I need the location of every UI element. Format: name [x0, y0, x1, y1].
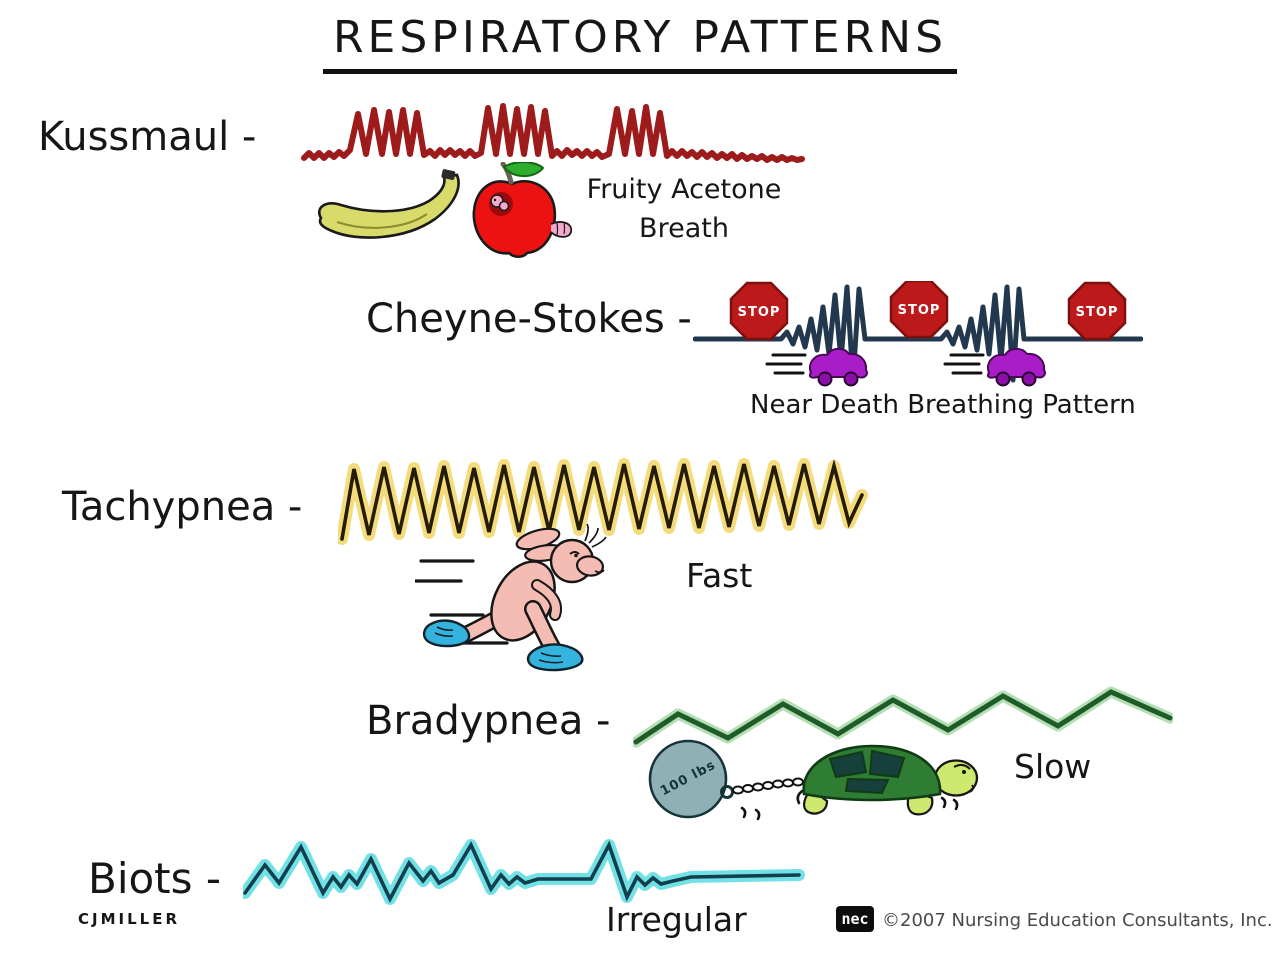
page-title: RESPIRATORY PATTERNS [322, 12, 957, 74]
stop-sign-icon: STOP [889, 281, 949, 339]
title-area: RESPIRATORY PATTERNS [0, 12, 1280, 74]
cheyne-stokes-waveform: STOP STOP STOP [693, 281, 1143, 387]
stop-sign-icon: STOP [729, 281, 789, 341]
bradypnea-caption: Slow [1014, 747, 1092, 786]
kussmaul-illustration [318, 162, 573, 259]
stop-sign-icon: STOP [1067, 281, 1127, 341]
cheyne-stokes-caption: Near Death Breathing Pattern [750, 390, 1136, 420]
svg-text:STOP: STOP [898, 303, 941, 318]
turtle-icon [796, 744, 979, 816]
svg-text:STOP: STOP [738, 305, 781, 320]
kussmaul-waveform [301, 103, 805, 163]
biots-label: Biots - [88, 854, 222, 903]
svg-text:STOP: STOP [1076, 305, 1119, 320]
copyright-text: ©2007 Nursing Education Consultants, Inc… [882, 910, 1273, 931]
bradypnea-illustration: 100 lbs [648, 739, 979, 821]
kussmaul-caption-line1: Fruity Acetone [586, 174, 782, 205]
tachypnea-caption: Fast [686, 556, 753, 595]
kussmaul-label: Kussmaul - [38, 114, 257, 160]
artist-signature: CJMILLER [78, 910, 181, 928]
apple-worm-icon [472, 162, 573, 259]
kussmaul-caption: Fruity Acetone Breath [562, 170, 806, 248]
banana-icon [318, 169, 460, 239]
weight-ball-icon: 100 lbs [648, 739, 761, 821]
tachypnea-label: Tachypnea - [62, 484, 303, 530]
running-rabbit-icon [415, 523, 607, 672]
tachypnea-waveform [338, 458, 868, 545]
nec-logo: nec [836, 906, 874, 932]
speeding-car-icon [943, 347, 1047, 387]
bradypnea-label: Bradypnea - [366, 698, 611, 744]
biots-waveform [243, 839, 805, 905]
cheyne-stokes-label: Cheyne-Stokes - [366, 296, 692, 342]
chain-icon [732, 777, 804, 795]
bradypnea-waveform [633, 686, 1173, 748]
biots-caption: Irregular [606, 900, 747, 939]
speeding-car-icon [765, 347, 869, 387]
kussmaul-caption-line2: Breath [639, 213, 729, 245]
